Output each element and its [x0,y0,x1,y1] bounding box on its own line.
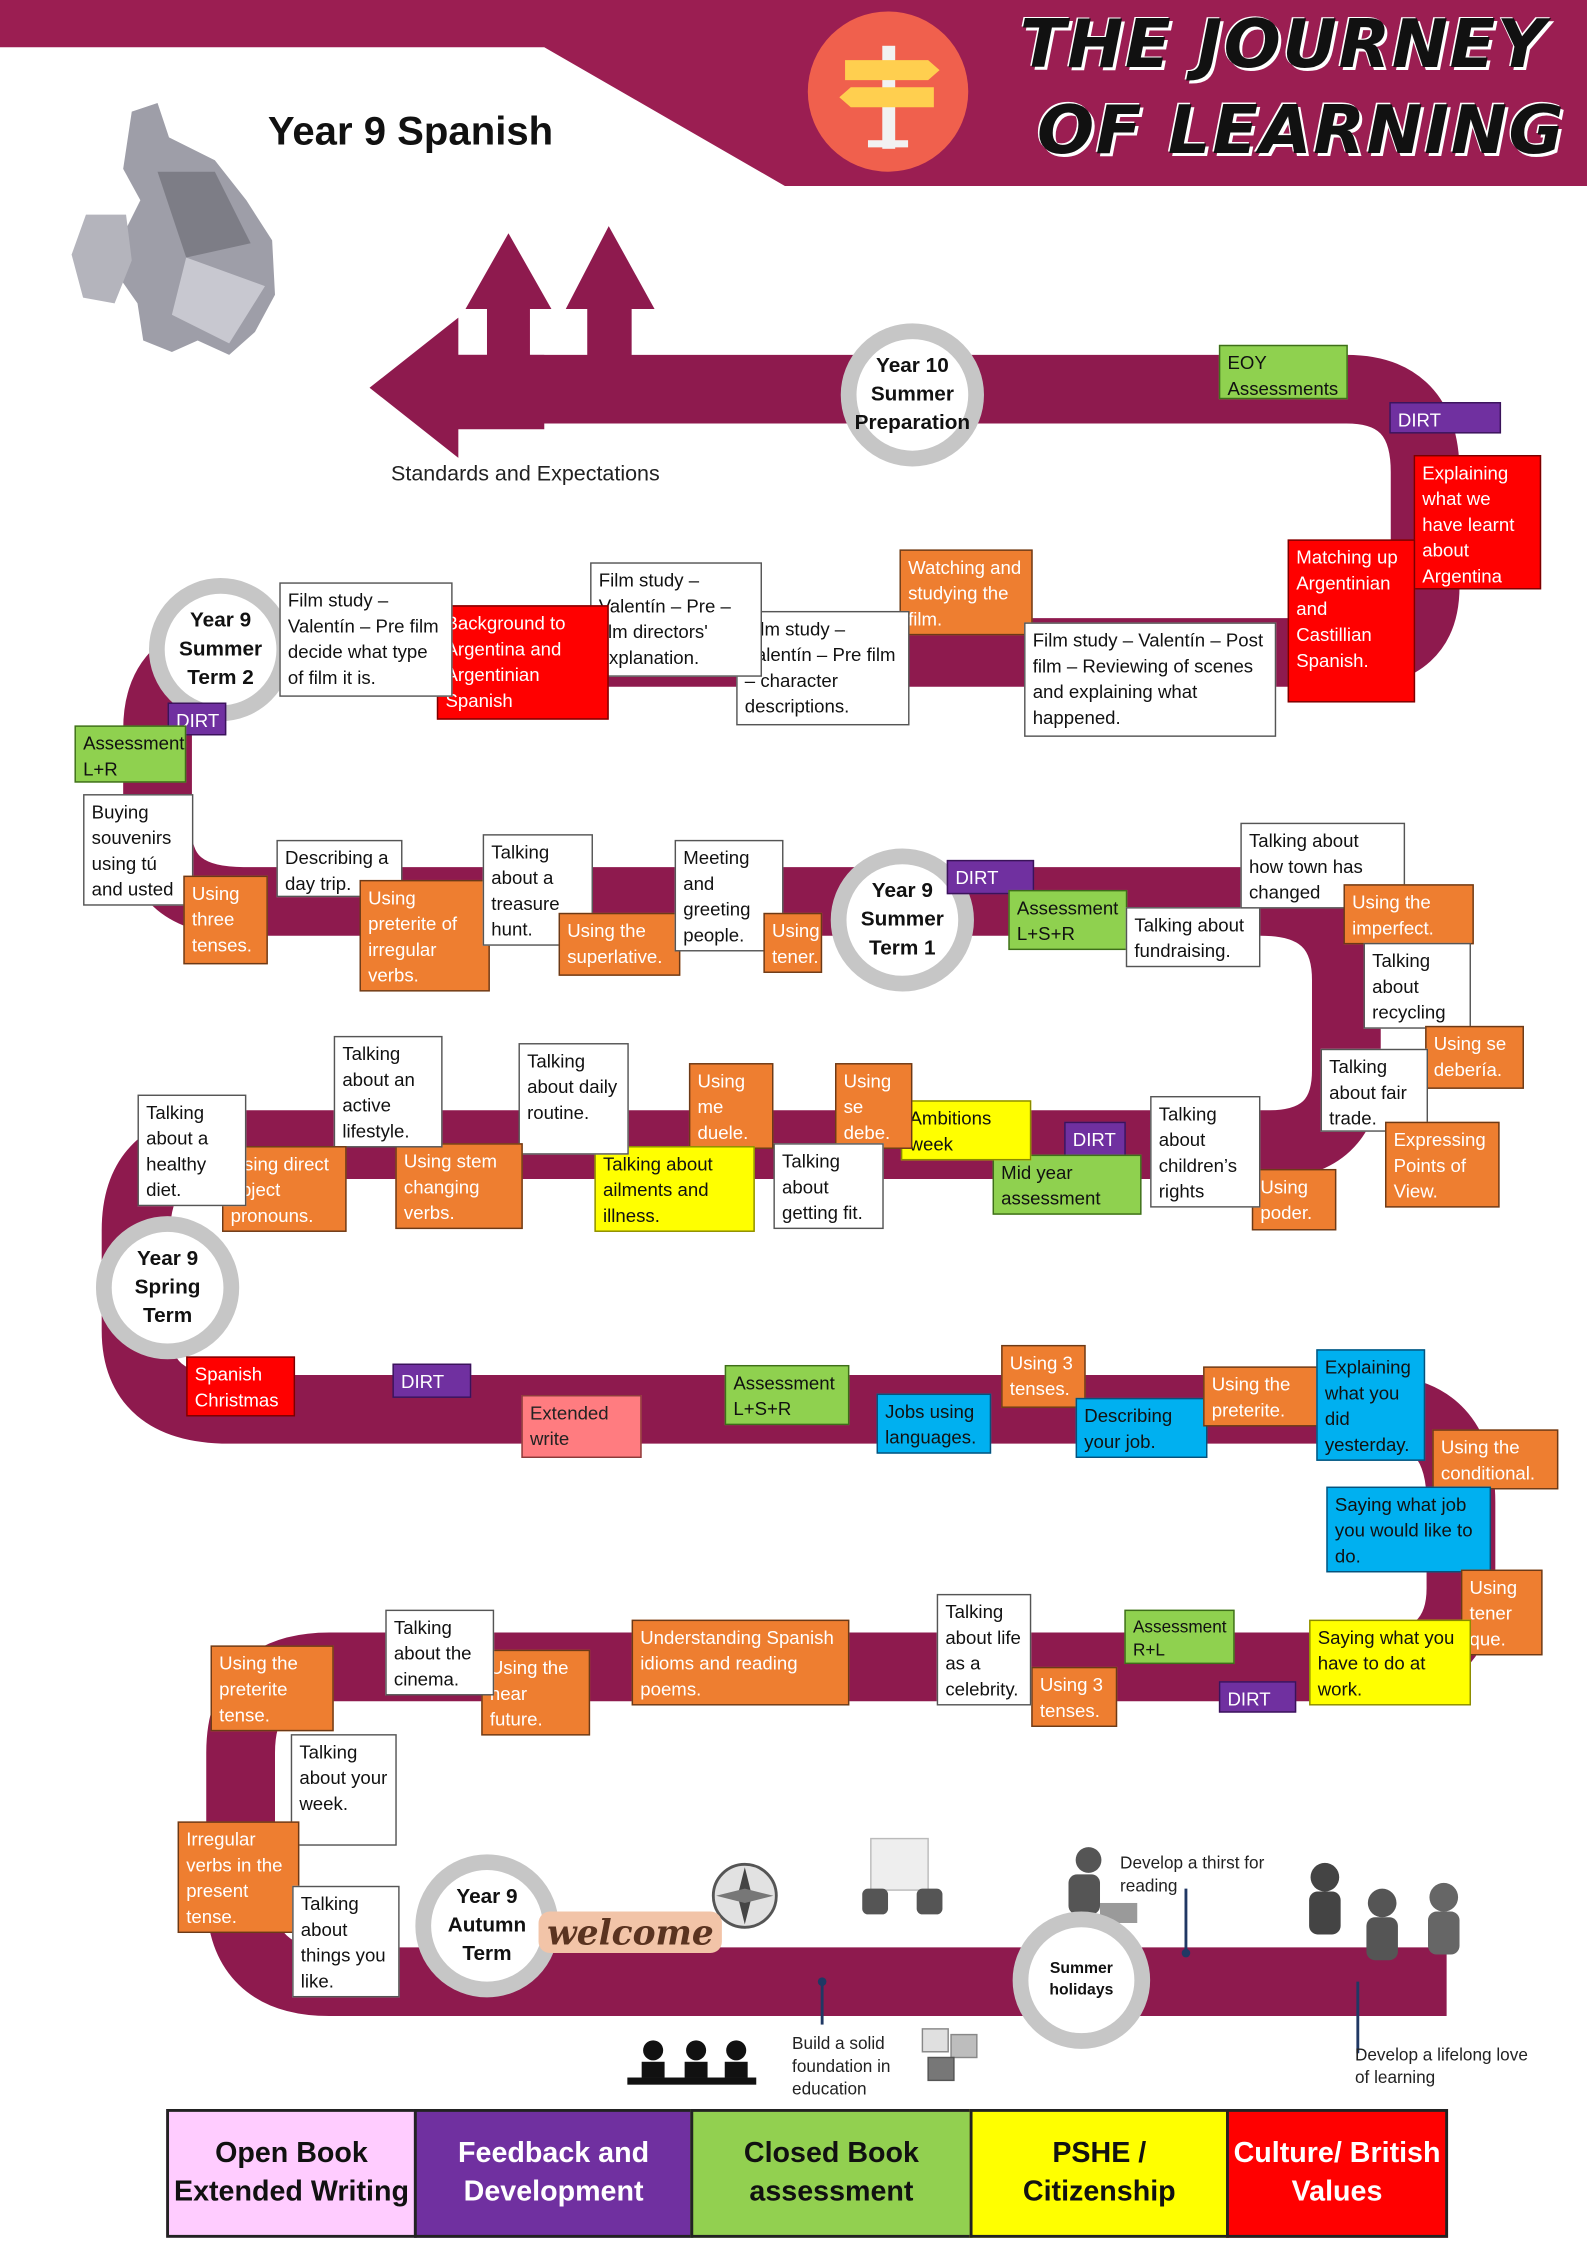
things-you-like: Talking about things you like. [292,1885,400,1998]
walking-people-icon [1309,1862,1460,1961]
uk-map-icon [71,103,276,355]
dirt-row2: DIRT [946,859,1035,895]
film-directors: Film study – Valentín – Pre – film direc… [590,562,762,677]
your-week: Talking about your week. [290,1734,397,1846]
post-film-review: Film study – Valentín – Post film – Revi… [1024,622,1277,737]
note-solid-foundation: Build a solid foundation in education [792,2033,891,2099]
three-tenses: Using three tenses. [183,875,268,965]
cinema: Talking about the cinema. [385,1609,495,1696]
daily-routine: Talking about daily routine. [518,1043,629,1155]
extended-write: Extended write [521,1395,642,1458]
irregular-present: Irregular verbs in the present tense. [177,1821,300,1934]
note-thirst-reading: Develop a thirst for reading [1120,1852,1265,1896]
using-poder: Using poder. [1251,1168,1337,1231]
signpost-icon [807,11,969,172]
argentina-background: Background to Argentina and Argentinian … [436,605,609,720]
jobs-languages: Jobs using languages. [876,1393,992,1454]
watching-film: Watching and studying the film. [899,549,1033,636]
note-lifelong-learning: Develop a lifelong love of learning [1354,2044,1528,2088]
header-band [0,0,1587,187]
celebrity-life: Talking about life as a celebrity. [936,1593,1032,1706]
using-preterite: Using the preterite. [1203,1366,1321,1427]
legend-feedback: Feedback and Development [413,2108,694,2238]
lego-blocks-icon [921,2028,978,2082]
se-deberia: Using se debería. [1425,1025,1524,1089]
term-year9-spring: Year 9 Spring Term [95,1216,240,1360]
fundraising: Talking about fundraising. [1125,907,1261,968]
house-arrows [465,226,655,361]
legend-culture: Culture/ British Values [1226,2108,1449,2238]
conditional: Using the conditional. [1432,1429,1559,1490]
healthy-diet: Talking about a healthy diet. [137,1094,247,1207]
ailments-illness: Talking about ailments and illness. [594,1146,755,1232]
approved-stamp-icon [862,1837,943,1915]
work-duties: Saying what you have to do at work. [1309,1619,1471,1706]
dirt-row3: DIRT [1064,1121,1126,1157]
job-would-like: Saying what job you would like to do. [1326,1486,1492,1573]
journey-title-line2: OF LEARNING [1036,91,1566,171]
compass-icon [711,1862,778,1929]
matching-spanish: Matching up Argentinian and Castillian S… [1287,539,1416,703]
assessment-lr: Assessment L+R [74,725,187,783]
journey-title-line1: THE JOURNEY [1019,5,1548,85]
imperfect: Using the imperfect. [1343,884,1474,945]
term-summer-holidays: Summer holidays [1012,1911,1151,2049]
legend-closed-book: Closed Book assessment [690,2108,973,2238]
term-year9-summer2: Year 9 Summer Term 2 [148,578,293,722]
stem-changing: Using stem changing verbs. [395,1143,523,1230]
me-duele: Using me duele. [688,1063,774,1149]
film-type: Film study – Valentín – Pre film decide … [279,582,453,697]
fair-trade: Talking about fair trade. [1320,1048,1429,1132]
dirt-row1b: DIRT [167,702,227,736]
ambitions-week: Ambitions week [900,1100,1032,1161]
assessment-lsr-spring: Assessment L+S+R [724,1364,850,1426]
legend-open-book: Open Book Extended Writing [166,2108,417,2238]
se-debe: Using se debe. [835,1063,913,1149]
dirt-row5: DIRT [1218,1681,1297,1713]
preterite-tense: Using the preterite tense. [210,1645,334,1732]
term-year10-summer-prep: Year 10 Summer Preparation [840,323,984,467]
preterite-irregular: Using preterite of irregular verbs. [359,879,490,992]
standards-label: Standards and Expectations [391,462,660,487]
mid-year-assessment: Mid year assessment [992,1154,1142,1215]
three-tenses-autumn: Using 3 tenses. [1031,1666,1118,1727]
points-of-view: Expressing Points of View. [1385,1121,1500,1208]
term-year9-autumn: Year 9 Autumn Term [415,1854,559,1998]
describing-job: Describing your job. [1075,1397,1208,1458]
assessment-lsr: Assessment L+S+R [1008,889,1128,951]
dirt-row4: DIRT [392,1363,472,1398]
near-future: Using the near future. [481,1649,591,1736]
spanish-christmas: Spanish Christmas [186,1356,296,1417]
welcome-sign: welcome [538,1911,723,1954]
page-subtitle: Year 9 Spanish [267,108,554,154]
legend-pshe: PSHE / Citizenship [969,2108,1229,2238]
assessment-rl: Assessment R+L [1124,1609,1235,1665]
getting-fit: Talking about getting fit. [773,1143,884,1230]
recycling: Talking about recycling [1363,942,1471,1029]
buying-souvenirs: Buying souvenirs using tú and usted [83,794,194,906]
three-tenses-spring: Using 3 tenses. [1001,1344,1086,1408]
students-studying-icon [627,2040,757,2085]
eoy-assessments: EOY Assessments [1218,344,1348,400]
explaining-argentina: Explaining what we have learnt about Arg… [1413,454,1542,590]
using-tener: Using tener. [763,912,823,973]
active-lifestyle: Talking about an active lifestyle. [333,1035,443,1148]
explaining-yesterday: Explaining what you did yesterday. [1316,1349,1426,1461]
childrens-rights: Talking about children’s rights [1150,1095,1261,1208]
superlative: Using the superlative. [558,912,681,976]
road-arrow [369,317,545,458]
character-descriptions: Film study – Valentín – Pre film – chara… [736,610,910,726]
dirt-row1: DIRT [1389,402,1502,434]
tener-que: Using tener que. [1460,1569,1543,1656]
idioms-poems: Understanding Spanish idioms and reading… [631,1619,850,1706]
